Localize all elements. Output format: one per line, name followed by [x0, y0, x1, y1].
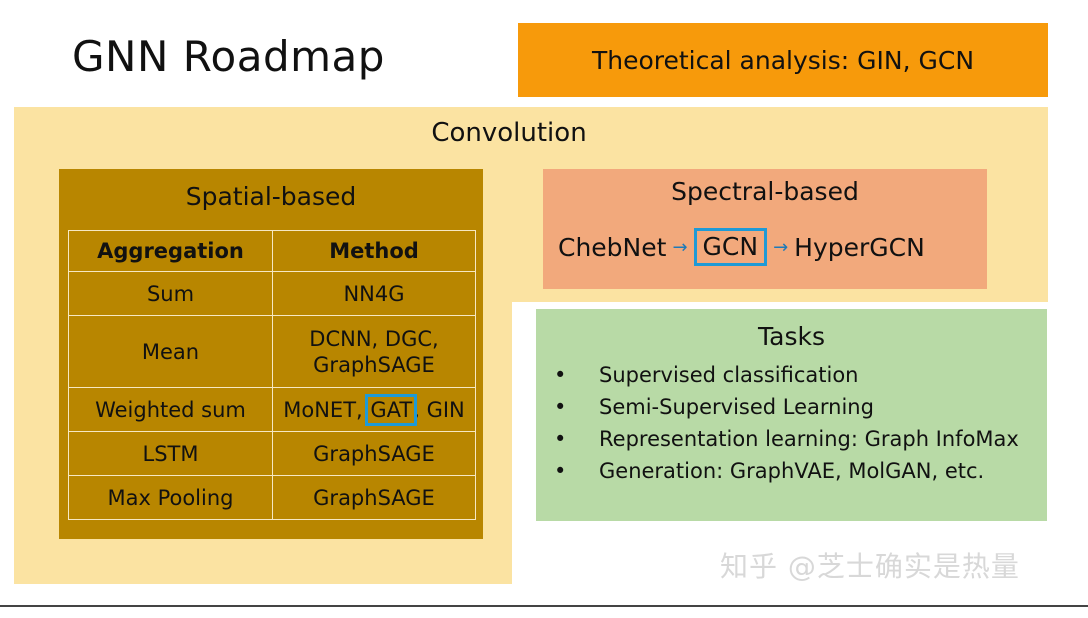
- aggregation-table: Aggregation Method Sum NN4G Mean DCNN, D…: [68, 230, 476, 520]
- task-text: Semi-Supervised Learning: [599, 395, 874, 419]
- method-line: GraphSAGE: [313, 352, 435, 377]
- bullet-icon: •: [554, 363, 567, 387]
- list-item: • Representation learning: Graph InfoMax: [548, 423, 1019, 455]
- bottom-divider: [0, 605, 1088, 607]
- table-row: LSTM GraphSAGE: [68, 431, 476, 476]
- list-item: • Supervised classification: [548, 359, 1019, 391]
- tasks-title: Tasks: [758, 322, 825, 351]
- header-method: Method: [272, 230, 476, 272]
- spatial-based-title: Spatial-based: [185, 182, 357, 211]
- task-text: Representation learning: Graph InfoMax: [599, 427, 1019, 451]
- list-item: • Generation: GraphVAE, MolGAN, etc.: [548, 455, 1019, 487]
- arrow-right-icon: →: [773, 236, 789, 258]
- theoretical-analysis-label: Theoretical analysis: GIN, GCN: [591, 45, 975, 75]
- task-text: Supervised classification: [599, 363, 859, 387]
- table-row: Mean DCNN, DGC, GraphSAGE: [68, 315, 476, 388]
- bullet-icon: •: [554, 427, 567, 451]
- gcn-highlight: GCN: [693, 228, 768, 266]
- table-row: Weighted sum MoNET, GAT, GIN: [68, 387, 476, 432]
- agg-cell: LSTM: [68, 431, 273, 476]
- method-text: MoNET,: [283, 397, 370, 422]
- method-cell: NN4G: [272, 271, 476, 316]
- watermark: 知乎 @芝士确实是热量: [720, 550, 1020, 583]
- header-aggregation: Aggregation: [68, 230, 273, 272]
- method-text: , GIN: [413, 397, 465, 422]
- table-header-row: Aggregation Method: [68, 230, 476, 272]
- page-title: GNN Roadmap: [72, 32, 385, 81]
- spectral-chain: ChebNet → GCN → HyperGCN: [558, 228, 925, 266]
- hypergcn-label: HyperGCN: [794, 232, 925, 262]
- table-row: Sum NN4G: [68, 271, 476, 316]
- method-cell: GraphSAGE: [272, 431, 476, 476]
- chebnet-label: ChebNet: [558, 232, 667, 262]
- spectral-based-title: Spectral-based: [671, 177, 859, 206]
- bullet-icon: •: [554, 395, 567, 419]
- convolution-title: Convolution: [431, 118, 587, 148]
- list-item: • Semi-Supervised Learning: [548, 391, 1019, 423]
- gat-highlight: GAT: [365, 393, 418, 426]
- arrow-right-icon: →: [672, 236, 688, 258]
- method-line: DCNN, DGC,: [309, 326, 439, 351]
- task-text: Generation: GraphVAE, MolGAN, etc.: [599, 459, 985, 483]
- agg-cell: Max Pooling: [68, 475, 273, 520]
- agg-cell: Mean: [68, 315, 273, 388]
- tasks-box: [536, 309, 1047, 521]
- method-cell: GraphSAGE: [272, 475, 476, 520]
- method-cell: DCNN, DGC, GraphSAGE: [272, 315, 476, 388]
- method-cell: MoNET, GAT, GIN: [272, 387, 476, 432]
- task-list: • Supervised classification • Semi-Supervi…: [548, 359, 1019, 487]
- agg-cell: Sum: [68, 271, 273, 316]
- theoretical-analysis-box: Theoretical analysis: GIN, GCN: [518, 23, 1048, 97]
- agg-cell: Weighted sum: [68, 387, 273, 432]
- bullet-icon: •: [554, 459, 567, 483]
- table-row: Max Pooling GraphSAGE: [68, 475, 476, 520]
